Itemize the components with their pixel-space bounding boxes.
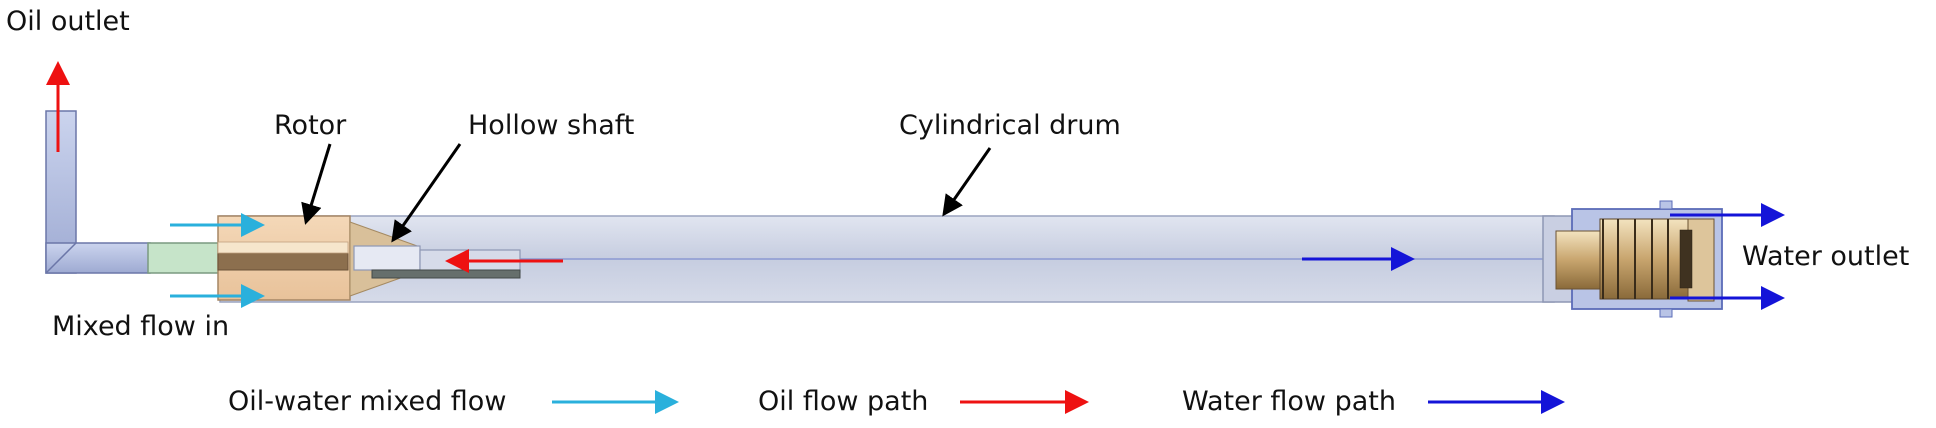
mixed-flow-in-label: Mixed flow in xyxy=(52,311,229,342)
rotor xyxy=(217,215,351,301)
drum-leader-arrow xyxy=(942,147,992,217)
legend-label: Oil-water mixed flow xyxy=(228,386,506,417)
legend-label: Water flow path xyxy=(1182,386,1396,417)
water-outlet-assembly xyxy=(1542,200,1723,318)
legend-item-mixed-flow: Oil-water mixed flow xyxy=(228,386,679,417)
rotor-label: Rotor xyxy=(274,110,347,141)
oil-outlet-label: Oil outlet xyxy=(6,6,130,37)
hollow-shaft-label: Hollow shaft xyxy=(468,110,634,141)
hollow-shaft-leader-arrow xyxy=(391,143,462,243)
legend: Oil-water mixed flow Oil flow path Water… xyxy=(228,386,1565,417)
legend-item-water-flow: Water flow path xyxy=(1182,386,1565,417)
rotor-leader-arrow xyxy=(301,143,332,225)
cylindrical-drum-label: Cylindrical drum xyxy=(899,110,1121,141)
oil-outlet-pipe xyxy=(45,110,151,274)
water-outlet-label: Water outlet xyxy=(1742,241,1909,272)
legend-item-oil-flow: Oil flow path xyxy=(758,386,1089,417)
legend-label: Oil flow path xyxy=(758,386,928,417)
inlet-section xyxy=(147,242,221,274)
